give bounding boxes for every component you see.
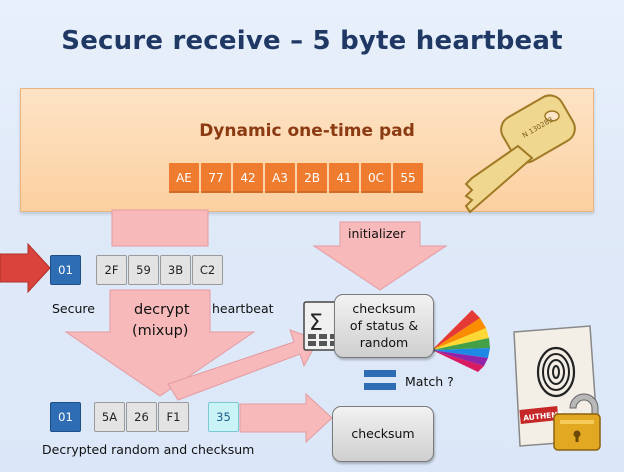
mixup-label: (mixup) (132, 323, 189, 339)
pad-byte: 41 (329, 163, 359, 193)
pad-byte: 77 (201, 163, 231, 193)
input-arrow-icon (0, 242, 51, 294)
decrypted-byte-secure: 01 (50, 402, 81, 432)
pad-byte-row: AE 77 42 A3 2B 41 0C 55 (169, 163, 425, 193)
pad-byte: 42 (233, 163, 263, 193)
equals-icon (364, 370, 396, 392)
initializer-label: initializer (348, 226, 406, 241)
pad-byte: A3 (265, 163, 295, 193)
pad-byte: AE (169, 163, 199, 193)
checksum-box: checksum (332, 406, 434, 462)
pad-title: Dynamic one-time pad (199, 121, 415, 141)
to-checksum-arrow (239, 392, 333, 444)
svg-text:Σ: Σ (309, 311, 323, 336)
to-status-checksum-arrow (167, 329, 319, 401)
pad-to-decrypt-arrow (111, 209, 209, 247)
one-time-pad-panel: Dynamic one-time pad AE 77 42 A3 2B 41 0… (20, 88, 594, 212)
received-byte: 2F (96, 255, 127, 285)
received-byte: 3B (160, 255, 191, 285)
checksum-box-label: checksum (351, 426, 415, 441)
decrypt-label: decrypt (134, 302, 190, 318)
pad-byte: 2B (297, 163, 327, 193)
initializer-arrow (312, 221, 448, 291)
padlock-icon (553, 393, 601, 451)
status-checksum-line3: random (359, 335, 409, 350)
decrypted-byte: 5A (94, 402, 125, 432)
decrypted-byte: F1 (158, 402, 189, 432)
match-label: Match ? (405, 374, 454, 389)
decrypted-checksum-byte: 35 (208, 402, 239, 432)
status-checksum-line2: of status & (349, 318, 419, 333)
slide-title: Secure receive – 5 byte heartbeat (61, 26, 563, 56)
pad-byte: 55 (393, 163, 423, 193)
decrypted-label: Decrypted random and checksum (42, 442, 255, 457)
pad-byte: 0C (361, 163, 391, 193)
decrypted-byte: 26 (126, 402, 157, 432)
received-byte: C2 (192, 255, 223, 285)
received-byte: 59 (128, 255, 159, 285)
color-fan-icon (429, 310, 490, 372)
received-byte-secure: 01 (50, 255, 81, 285)
status-checksum-line1: checksum (352, 301, 416, 316)
decrypt-arrow (64, 289, 256, 397)
secure-label: Secure (52, 301, 95, 316)
sigma-calculator-icon: Σ (303, 301, 341, 351)
status-checksum-box: checksum of status & random (334, 294, 434, 358)
heartbeat-label: heartbeat (212, 301, 274, 316)
key-icon: N 130283 (464, 94, 576, 214)
